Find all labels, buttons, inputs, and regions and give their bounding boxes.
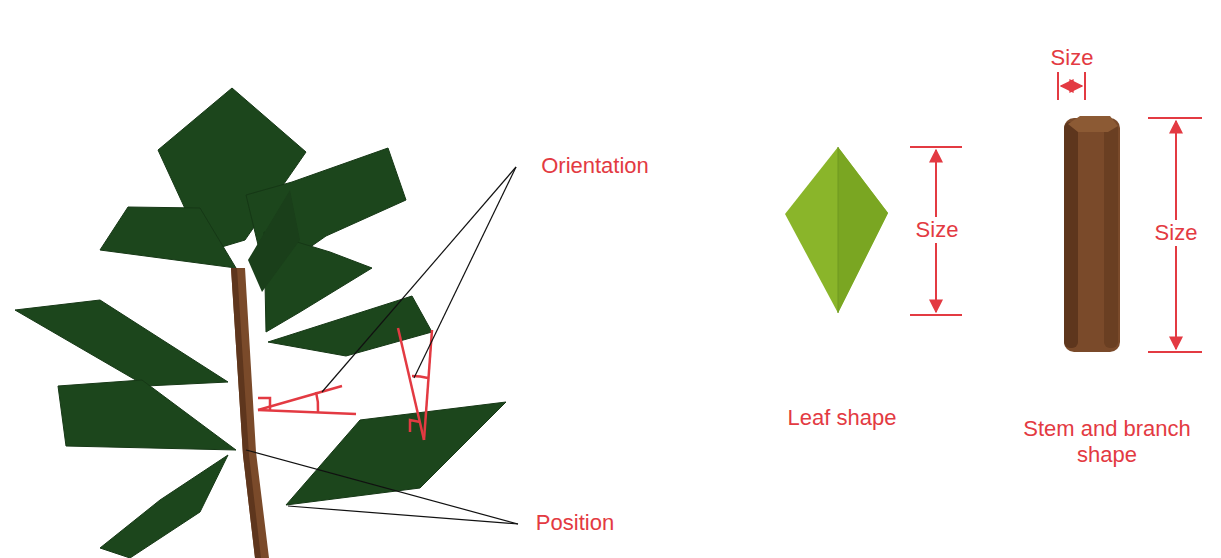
leaf-shape [785, 147, 888, 313]
stem-shape [1064, 116, 1120, 352]
plant-leaves [15, 88, 506, 558]
label-text: Position [536, 510, 614, 536]
label-text: Size [1051, 45, 1094, 71]
label-text: Stem and branch shape [1007, 416, 1207, 468]
label-text: Size [914, 217, 961, 243]
label-text: Leaf shape [788, 405, 897, 431]
label-text: Orientation [541, 153, 649, 179]
plant-leaves-dark [248, 190, 300, 292]
dimension-lines [910, 72, 1202, 352]
leader-lines [246, 167, 518, 524]
plant-stem [231, 268, 269, 558]
orientation-marks [258, 328, 432, 440]
label-text: Size [1153, 220, 1200, 246]
